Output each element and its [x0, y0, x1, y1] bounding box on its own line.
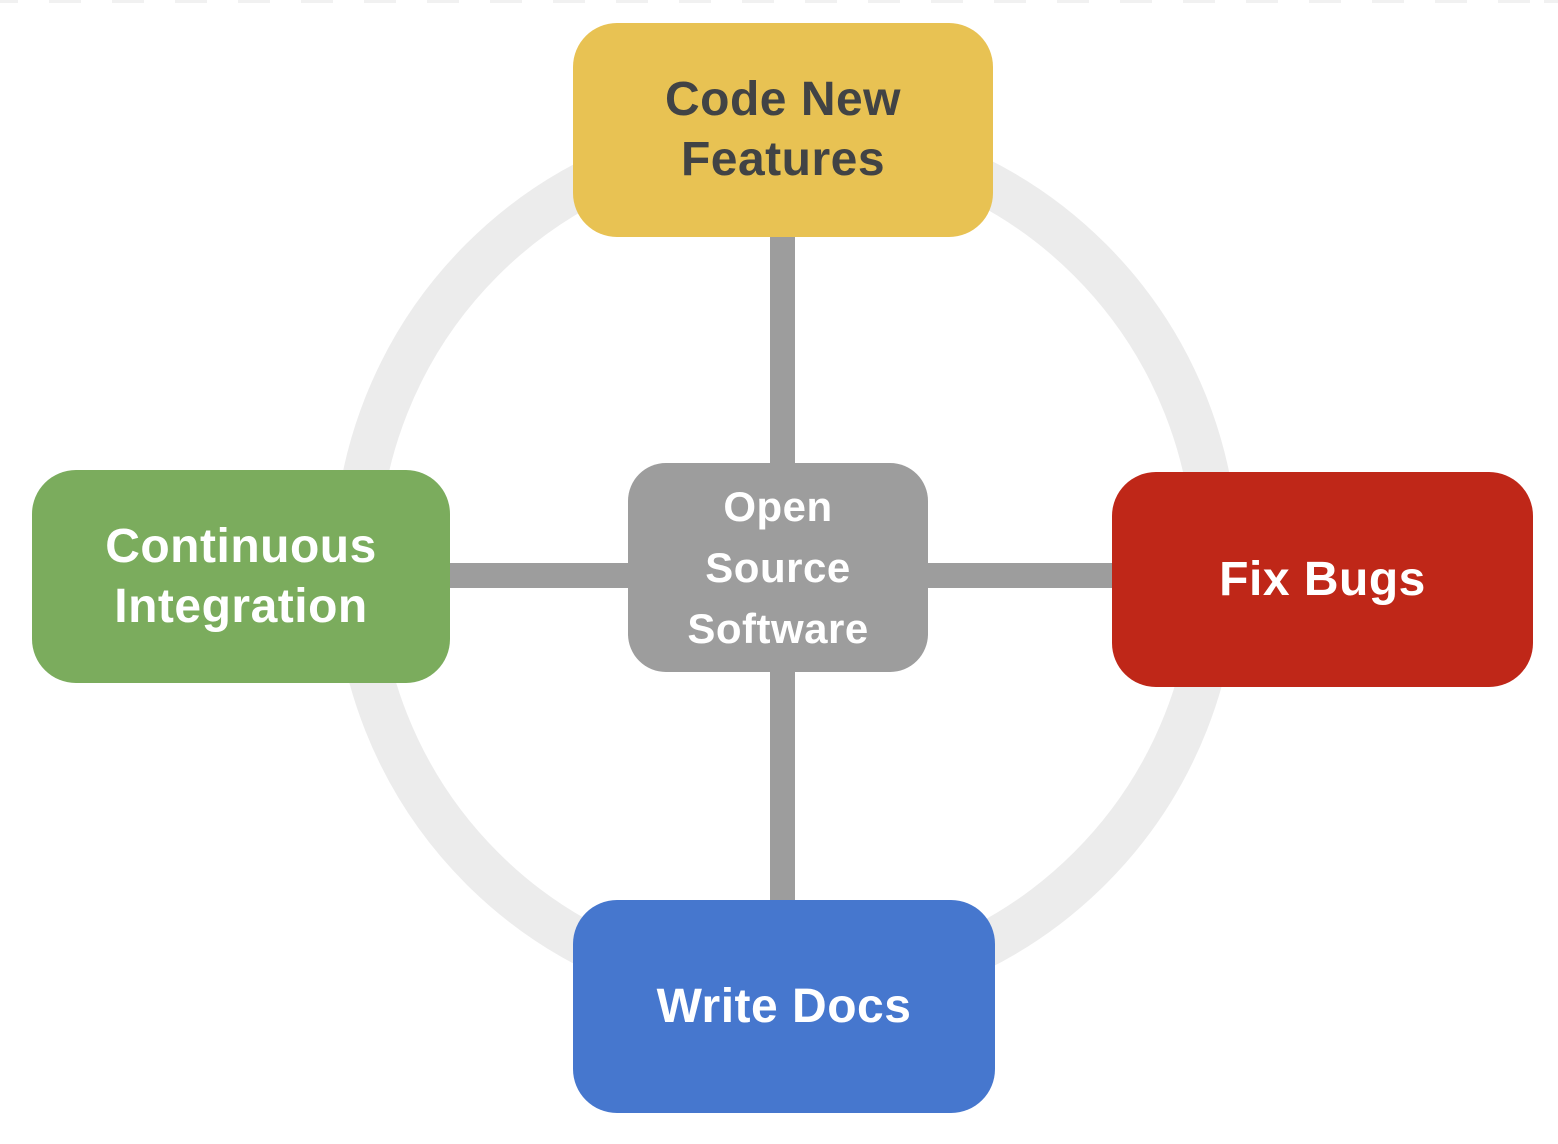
- node-code-new-features: Code New Features: [573, 23, 993, 237]
- connector-left: [445, 563, 635, 588]
- node-code-new-features-label: Code New Features: [664, 73, 902, 186]
- node-continuous-integration: Continuous Integration: [32, 470, 450, 683]
- connector-bottom: [770, 670, 795, 903]
- connector-top: [770, 235, 795, 465]
- node-open-source-software-label: Open Source Software: [687, 483, 869, 652]
- node-open-source-software: Open Source Software: [628, 463, 928, 672]
- node-write-docs-label: Write Docs: [656, 979, 912, 1033]
- connector-right: [925, 563, 1117, 588]
- node-continuous-integration-label: Continuous Integration: [105, 519, 377, 633]
- node-write-docs: Write Docs: [573, 900, 995, 1113]
- node-fix-bugs-label: Fix Bugs: [1219, 552, 1426, 606]
- canvas-boundary-dashed-line: [0, 0, 1558, 3]
- node-fix-bugs: Fix Bugs: [1112, 472, 1533, 687]
